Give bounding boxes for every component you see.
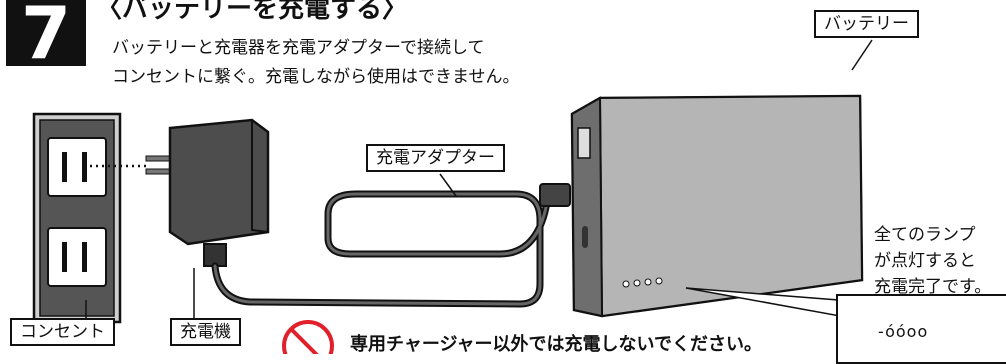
charging-illustration [32, 39, 873, 354]
step-number-badge: 7 [6, 0, 86, 69]
warning-text: 専用チャージャー以外では充電しないでください。 [350, 334, 763, 355]
prohibit-icon [282, 320, 334, 354]
battery-leader-line [851, 39, 873, 71]
note-line-1: 全てのランプ [874, 225, 976, 245]
adapter-leader-line [439, 173, 457, 197]
adapter-label: 充電アダプター [366, 144, 505, 172]
desc-line-1: バッテリーと充電器を充電アダプターで接続して [112, 38, 485, 58]
step-title: 〈バッテリーを充電する〉 [96, 0, 409, 24]
desc-line-2: コンセントに繋ぐ。充電しながら使用はできません。 [112, 67, 520, 87]
adapter-connector [539, 183, 571, 207]
outlet-label: コンセント [10, 318, 115, 346]
battery-label: バッテリー [814, 10, 919, 38]
note-line-3: 充電完了です。 [874, 277, 992, 297]
step-description: バッテリーと充電器を充電アダプターで接続して コンセントに繋ぐ。充電しながら使用… [112, 34, 520, 92]
lamp-indicator: -óóoo [878, 322, 929, 341]
completion-note: 全てのランプ が点灯すると 充電完了です。 [874, 222, 991, 300]
charger-illustration [145, 118, 270, 267]
charger-label: 充電機 [170, 318, 241, 346]
battery-illustration [570, 94, 864, 318]
outlet-illustration [32, 112, 122, 324]
note-line-2: が点灯すると [874, 251, 976, 271]
